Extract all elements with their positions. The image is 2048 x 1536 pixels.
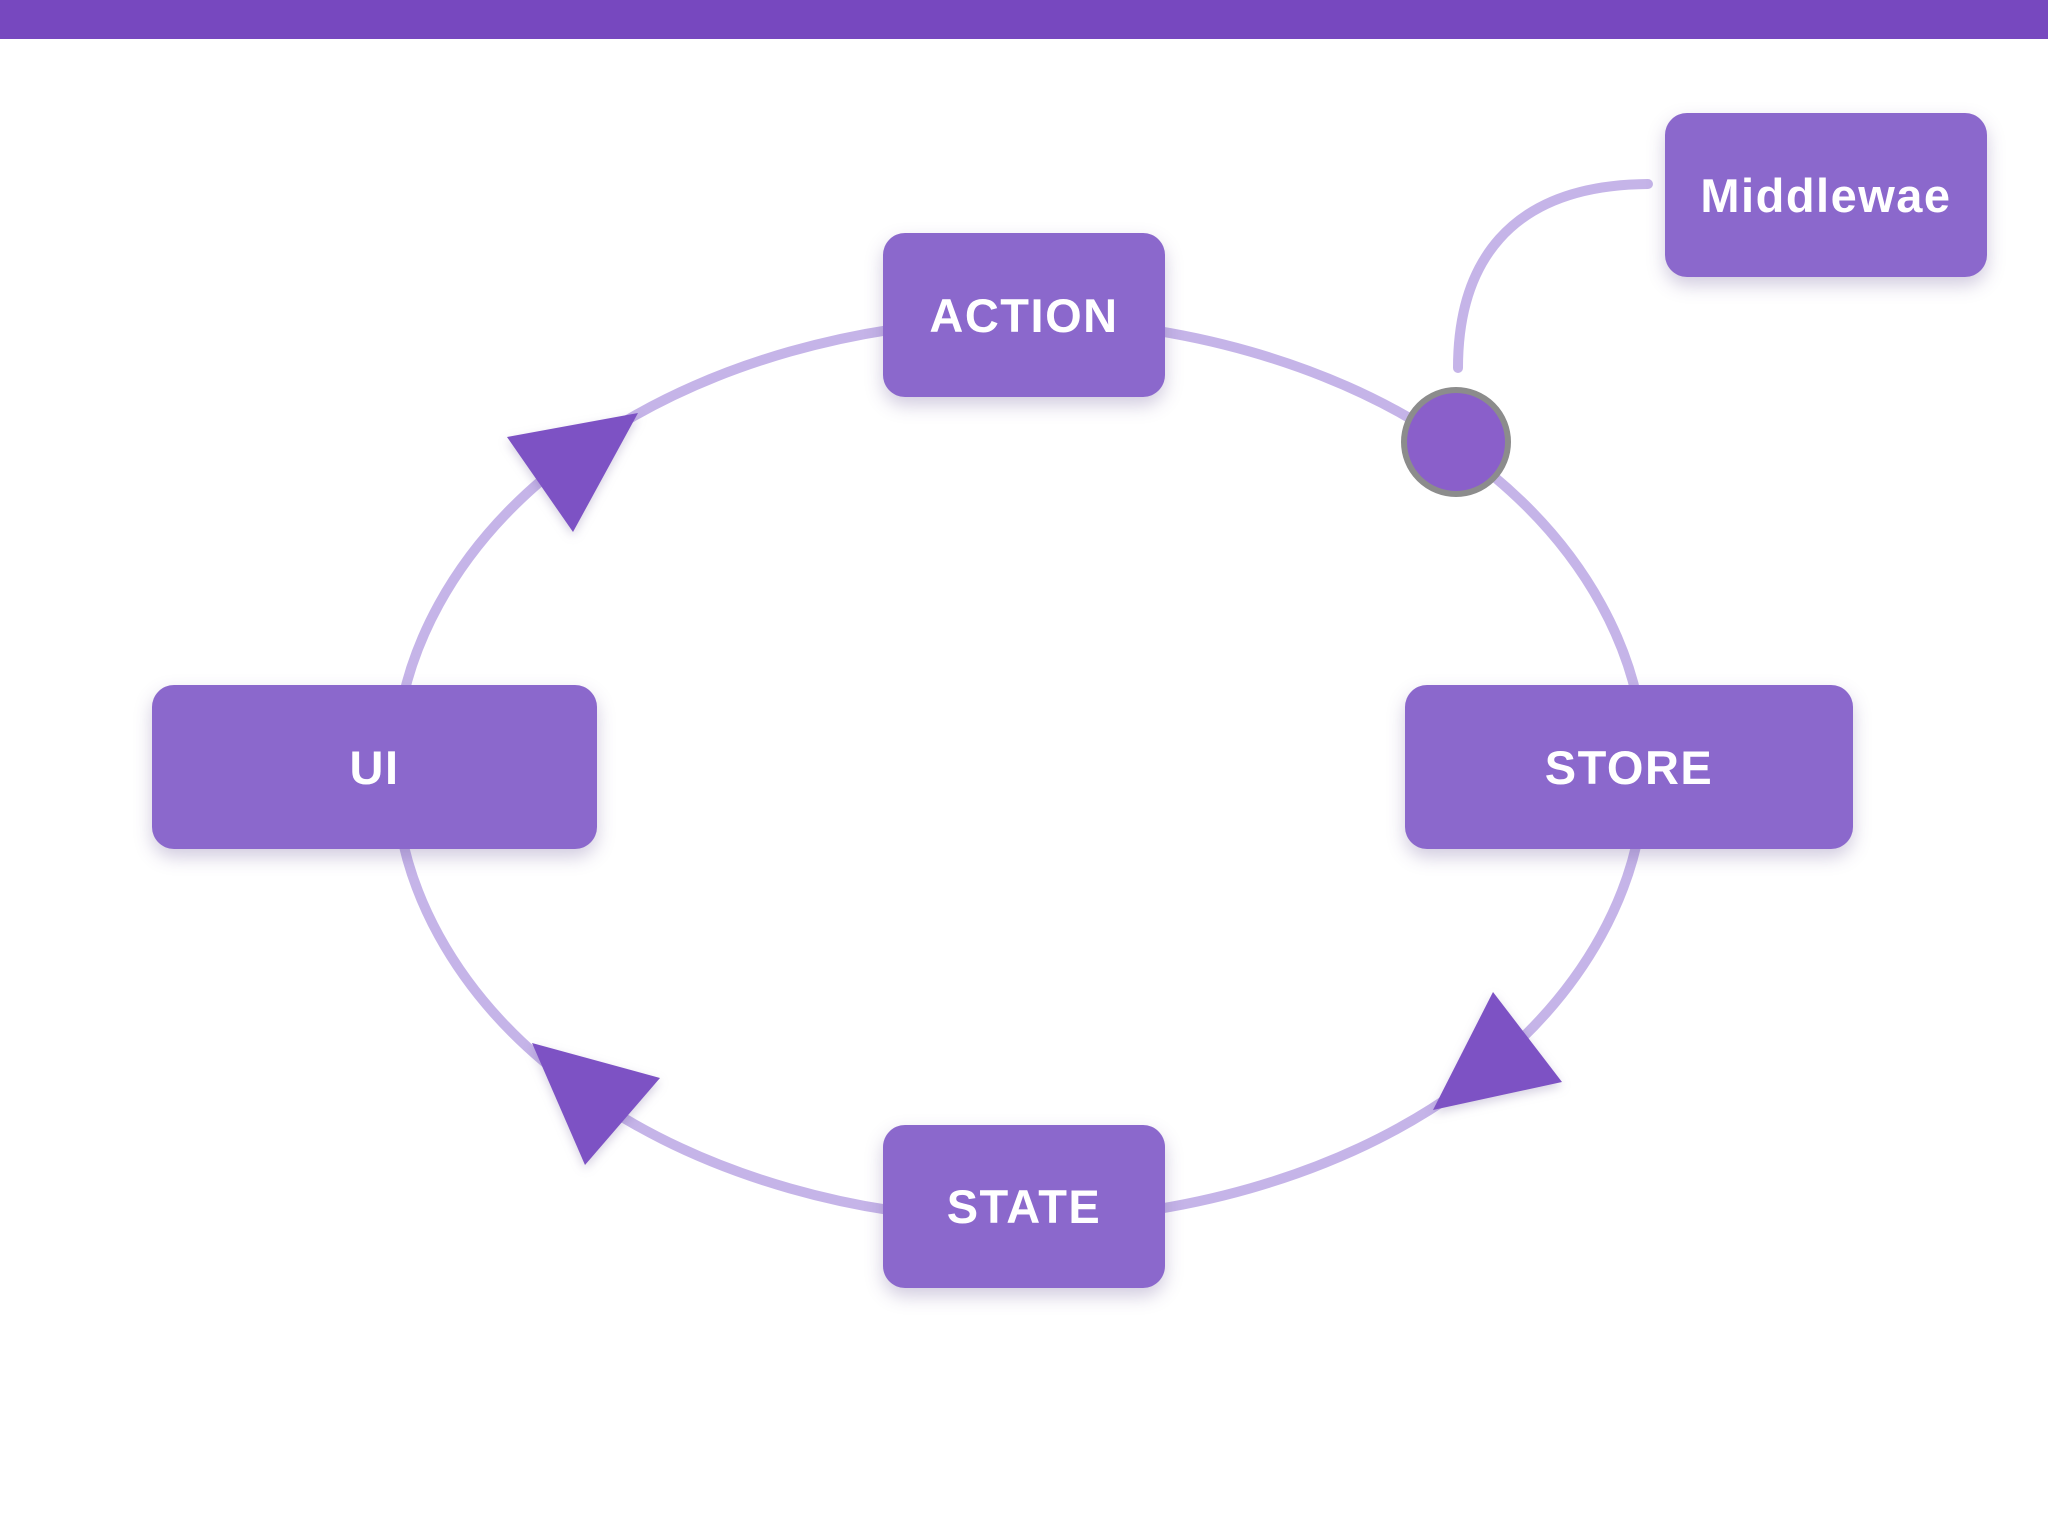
node-middleware-label: Middlewae bbox=[1700, 168, 1952, 222]
node-ui-label: UI bbox=[349, 740, 400, 794]
node-ui: UI bbox=[152, 685, 597, 849]
arrowhead-ui-to-action bbox=[507, 413, 638, 532]
node-state-label: STATE bbox=[946, 1180, 1102, 1233]
arrowhead-state-to-store bbox=[1433, 992, 1562, 1110]
node-middleware: Middlewae bbox=[1665, 113, 1987, 277]
middleware-dot bbox=[1401, 387, 1511, 497]
node-action: ACTION bbox=[883, 233, 1165, 397]
node-state: STATE bbox=[883, 1125, 1165, 1288]
top-accent-bar bbox=[0, 0, 2048, 39]
middleware-connector-line bbox=[1453, 179, 1653, 373]
node-store: STORE bbox=[1405, 685, 1853, 849]
arrowhead-state-to-ui bbox=[532, 1043, 660, 1165]
node-store-label: STORE bbox=[1544, 740, 1714, 794]
node-action-label: ACTION bbox=[929, 288, 1119, 342]
